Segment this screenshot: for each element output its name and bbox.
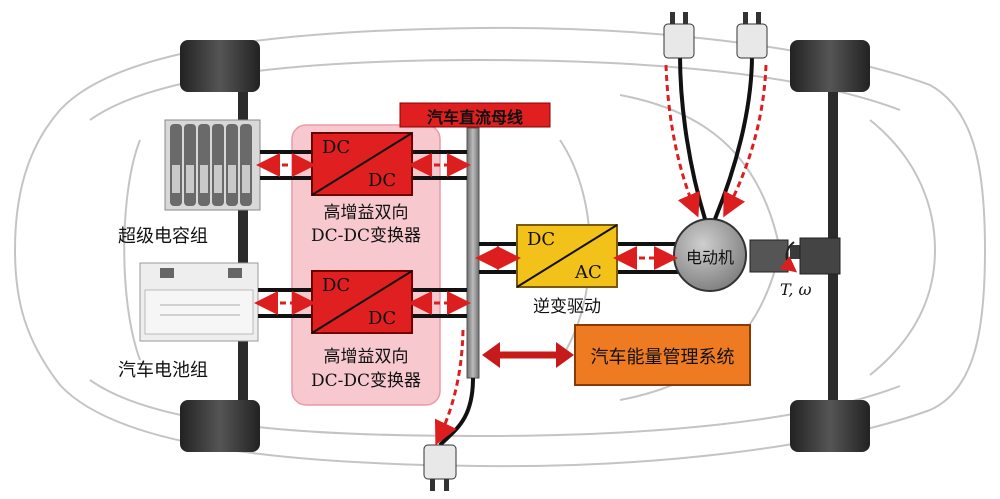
plug-top-right — [736, 12, 768, 59]
dc-bus-label-box — [399, 102, 551, 128]
differential — [799, 237, 841, 275]
wheel-rear-top — [790, 40, 870, 92]
converter-top-caption-2: DC-DC变换器 — [310, 226, 422, 246]
ems-bus-double-arrow — [482, 342, 574, 368]
converter-bottom-out: DC — [368, 308, 397, 329]
ems-label: 汽车能量管理系统 — [590, 347, 735, 368]
ems-box — [574, 324, 751, 386]
plug-top-left — [663, 12, 695, 59]
inverter-caption: 逆变驱动 — [533, 297, 601, 317]
dc-bus-bar — [466, 127, 480, 379]
converter-bottom-caption-2: DC-DC变换器 — [310, 371, 422, 391]
torque-arrow — [779, 241, 798, 273]
front-axle — [238, 78, 248, 418]
gearbox — [749, 239, 789, 273]
motor-label: 电动机 — [685, 248, 734, 267]
converter-top-in: DC — [322, 137, 351, 158]
plug-bottom — [423, 444, 457, 491]
battery-label: 汽车电池组 — [118, 360, 208, 381]
wheel-front-bottom — [180, 400, 260, 452]
converter-top-box — [311, 132, 413, 196]
wheel-front-top — [180, 40, 260, 92]
battery-pack — [139, 262, 259, 342]
flow-bus-plug-bottom — [434, 329, 465, 446]
inverter-in: DC — [527, 229, 556, 250]
inverter-box — [516, 224, 618, 288]
torque-speed-label: T, ω — [780, 280, 812, 299]
supercap-label: 超级电容组 — [118, 226, 208, 247]
dc-bus-label: 汽车直流母线 — [426, 108, 523, 127]
inverter-out: AC — [575, 262, 602, 283]
flow-plug-left-motor — [664, 64, 700, 218]
converter-bottom-in: DC — [322, 275, 351, 296]
converter-bottom-caption-1: 高增益双向 — [323, 347, 409, 367]
converter-top-out: DC — [368, 170, 397, 191]
wheel-rear-bottom — [790, 400, 870, 452]
supercap-bank — [164, 119, 261, 211]
converter-top-caption-1: 高增益双向 — [323, 203, 409, 223]
